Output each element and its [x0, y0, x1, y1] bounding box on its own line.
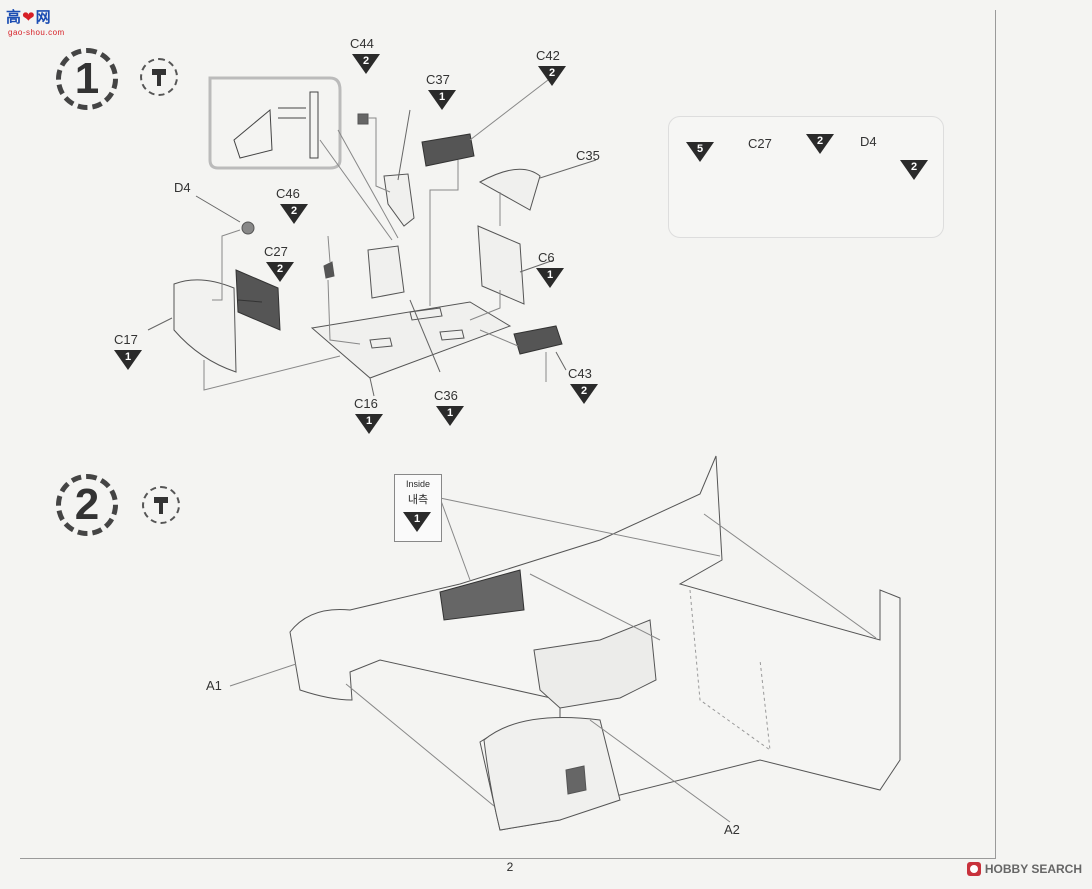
qty-c43: 2	[580, 385, 588, 397]
part-label-a2: A2	[724, 822, 740, 837]
qty-c27: 2	[276, 263, 284, 275]
cement-icon-step-1	[140, 58, 178, 96]
logo-text: 高❤网	[6, 9, 52, 26]
inset-label-c27: C27	[748, 136, 772, 151]
qty-badge-c16	[355, 414, 383, 434]
qty-badge-c37	[428, 90, 456, 110]
qty-c6: 1	[546, 269, 554, 281]
qty-inset-c27: 2	[816, 135, 824, 147]
part-label-c46: C46	[276, 186, 300, 201]
inside-label-ko: 내측	[407, 494, 429, 506]
qty-c16: 1	[365, 415, 373, 427]
watermark-text: HOBBY SEARCH	[984, 862, 1082, 876]
site-logo: 高❤网 gao-shou.com	[6, 6, 86, 38]
part-label-c16: C16	[354, 396, 378, 411]
qty-inside: 1	[413, 513, 421, 525]
part-label-c37: C37	[426, 72, 450, 87]
part-label-a1: A1	[206, 678, 222, 693]
qty-badge-c17	[114, 350, 142, 370]
logo-url: gao-shou.com	[8, 28, 65, 37]
part-label-d4: D4	[174, 180, 191, 195]
qty-badge-inset-5	[686, 142, 714, 162]
part-label-c36: C36	[434, 388, 458, 403]
qty-c36: 1	[446, 407, 454, 419]
qty-c46: 2	[290, 205, 298, 217]
inset-label-d4: D4	[860, 134, 877, 149]
qty-badge-c27	[266, 262, 294, 282]
part-label-c35: C35	[576, 148, 600, 163]
part-label-c44: C44	[350, 36, 374, 51]
page-frame	[20, 10, 996, 859]
qty-badge-c36	[436, 406, 464, 426]
step-1-number: 1	[56, 48, 118, 110]
qty-badge-inset-d4	[900, 160, 928, 180]
qty-c44: 2	[362, 55, 370, 67]
step-2-number: 2	[56, 474, 118, 536]
qty-badge-inset-c27	[806, 134, 834, 154]
inside-label-en: Inside	[405, 479, 431, 489]
part-label-c43: C43	[568, 366, 592, 381]
hobbysearch-watermark: HOBBY SEARCH	[966, 862, 1082, 876]
qty-c37: 1	[438, 91, 446, 103]
cement-icon-step-2	[142, 486, 180, 524]
qty-c17: 1	[124, 351, 132, 363]
part-label-c17: C17	[114, 332, 138, 347]
qty-inset-5: 5	[696, 143, 704, 155]
page-number: 2	[506, 860, 514, 874]
part-label-c27: C27	[264, 244, 288, 259]
hobbysearch-logo-icon	[966, 862, 981, 876]
qty-badge-c46	[280, 204, 308, 224]
qty-badge-c6	[536, 268, 564, 288]
qty-badge-c43	[570, 384, 598, 404]
part-label-c6: C6	[538, 250, 555, 265]
qty-c42: 2	[548, 67, 556, 79]
qty-badge-c44	[352, 54, 380, 74]
qty-inset-d4: 2	[910, 161, 918, 173]
part-label-c42: C42	[536, 48, 560, 63]
qty-badge-c42	[538, 66, 566, 86]
qty-badge-inside	[403, 512, 431, 532]
